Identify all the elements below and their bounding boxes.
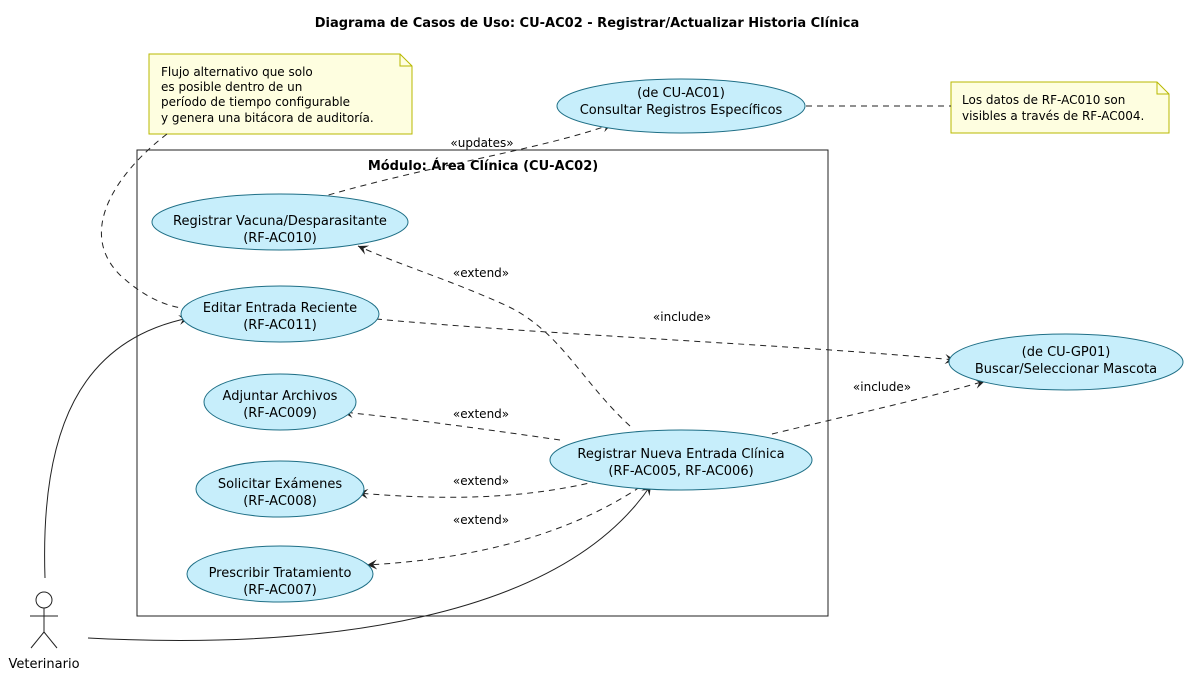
association-actor-editar — [44, 315, 190, 579]
use-case-solicitar-examenes[interactable]: Solicitar Exámenes (RF-AC008) — [195, 460, 365, 518]
actor-label: Veterinario — [8, 657, 79, 672]
use-case-label: Registrar Nueva Entrada Clínica — [577, 447, 784, 462]
actor-head — [35, 591, 53, 609]
use-case-label: (de CU-AC01) — [637, 86, 725, 101]
use-case-label: (RF-AC010) — [243, 231, 317, 246]
use-case-registrar-vacuna[interactable]: Registrar Vacuna/Desparasitante (RF-AC01… — [151, 193, 409, 251]
relation-extend-prescribir — [366, 486, 641, 570]
use-case-adjuntar-archivos[interactable]: Adjuntar Archivos (RF-AC009) — [203, 373, 357, 431]
note-flujo-alternativo: Flujo alternativo que solo es posible de… — [148, 53, 413, 135]
use-case-label: (RF-AC009) — [243, 406, 317, 421]
use-case-label: Buscar/Seleccionar Mascota — [975, 362, 1157, 377]
note-line: y genera una bitácora de auditoría. — [161, 111, 374, 125]
use-case-label: Adjuntar Archivos — [223, 389, 338, 404]
relation-include-editar — [375, 318, 956, 365]
note-line: visibles a través de RF-AC004. — [962, 109, 1144, 123]
use-case-label: (RF-AC011) — [243, 318, 317, 333]
module-boundary — [136, 149, 829, 617]
use-case-label: (de CU-GP01) — [1022, 345, 1111, 360]
relation-label-extend: «extend» — [453, 407, 509, 421]
relation-extend-vacuna — [357, 245, 631, 427]
relation-label-extend: «extend» — [453, 474, 509, 488]
relation-updates — [317, 122, 613, 199]
use-case-label: Prescribir Tratamiento — [209, 566, 352, 581]
relation-label-include: «include» — [853, 380, 911, 394]
note-line: Flujo alternativo que solo — [161, 65, 313, 79]
use-case-registrar-nueva-entrada[interactable]: Registrar Nueva Entrada Clínica (RF-AC00… — [549, 429, 813, 491]
relation-label-updates: «updates» — [450, 136, 513, 150]
note-line: período de tiempo configurable — [161, 95, 350, 109]
use-case-label: (RF-AC005, RF-AC006) — [608, 464, 753, 479]
association-actor-nueva — [87, 484, 652, 641]
module-title: Módulo: Área Clínica (CU-AC02) — [368, 158, 598, 174]
relation-label-include: «include» — [653, 310, 711, 324]
relation-extend-adjuntar — [342, 408, 561, 441]
note-line: es posible dentro de un — [161, 80, 302, 94]
note-line: Los datos de RF-AC010 son — [962, 93, 1125, 107]
use-case-label: (RF-AC008) — [243, 494, 317, 509]
use-case-editar-entrada[interactable]: Editar Entrada Reciente (RF-AC011) — [180, 285, 380, 343]
relation-include-nueva — [771, 379, 986, 435]
use-case-consultar-registros[interactable]: (de CU-AC01) Consultar Registros Específ… — [556, 78, 806, 134]
relation-label-extend: «extend» — [453, 513, 509, 527]
use-case-buscar-mascota[interactable]: (de CU-GP01) Buscar/Seleccionar Mascota — [948, 333, 1184, 391]
relation-extend-solicitar — [357, 480, 599, 499]
use-case-label: (RF-AC007) — [243, 583, 317, 598]
note-connector-flujo — [101, 133, 182, 309]
use-case-label: Consultar Registros Específicos — [580, 103, 783, 118]
use-case-label: Solicitar Exámenes — [218, 477, 343, 492]
diagram-title: Diagrama de Casos de Uso: CU-AC02 - Regi… — [315, 16, 860, 31]
note-datos-rf-ac010: Los datos de RF-AC010 son visibles a tra… — [950, 81, 1170, 134]
relation-label-extend: «extend» — [453, 266, 509, 280]
actor-veterinario[interactable]: Veterinario — [8, 591, 80, 672]
use-case-label: Editar Entrada Reciente — [203, 301, 357, 316]
use-case-label: Registrar Vacuna/Desparasitante — [173, 214, 387, 229]
use-case-prescribir-tratamiento[interactable]: Prescribir Tratamiento (RF-AC007) — [186, 545, 374, 603]
